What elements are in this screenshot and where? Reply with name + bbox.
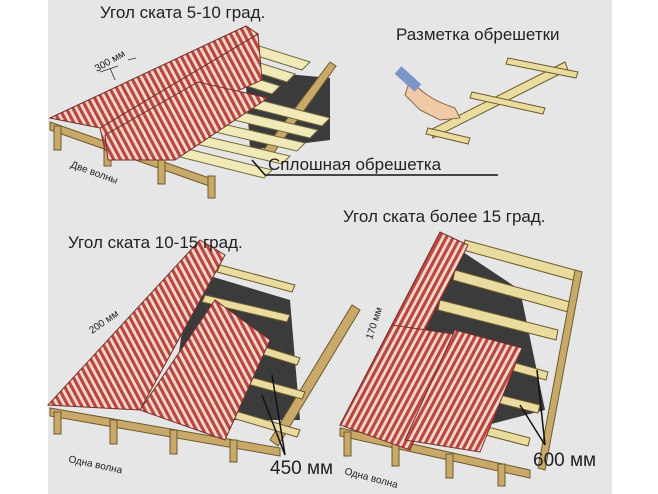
crossbar bbox=[505, 57, 579, 79]
side-beam bbox=[269, 304, 361, 447]
roof-sheet bbox=[104, 81, 270, 161]
panel-slope-15-plus bbox=[339, 231, 583, 487]
roof-sheet bbox=[46, 239, 226, 411]
roof-sheet bbox=[404, 329, 523, 453]
spacing-600: 600 мм bbox=[533, 450, 596, 471]
panel-slope-5-10 bbox=[48, 25, 498, 199]
posts bbox=[343, 431, 506, 487]
crossbar bbox=[425, 127, 471, 145]
sleeve bbox=[394, 66, 422, 92]
title-slope-10-15: Угол ската 10-15 град. bbox=[68, 233, 243, 252]
front-beam bbox=[49, 407, 281, 457]
panel-slope-10-15 bbox=[46, 239, 361, 463]
batten bbox=[437, 299, 559, 341]
spacing-450: 450 мм bbox=[270, 458, 333, 479]
title-marking: Разметка обрешетки bbox=[396, 25, 560, 44]
roof-sheet bbox=[139, 299, 271, 441]
label-solid-batten: Сплошная обрешетка bbox=[268, 155, 442, 174]
title-slope-15-plus: Угол ската более 15 град. bbox=[343, 207, 546, 226]
title-slope-5-10: Угол ската 5-10 град. bbox=[100, 3, 265, 22]
crossbar bbox=[469, 91, 546, 115]
posts bbox=[53, 411, 238, 463]
panel-marking bbox=[394, 57, 579, 145]
rafter bbox=[537, 269, 583, 471]
